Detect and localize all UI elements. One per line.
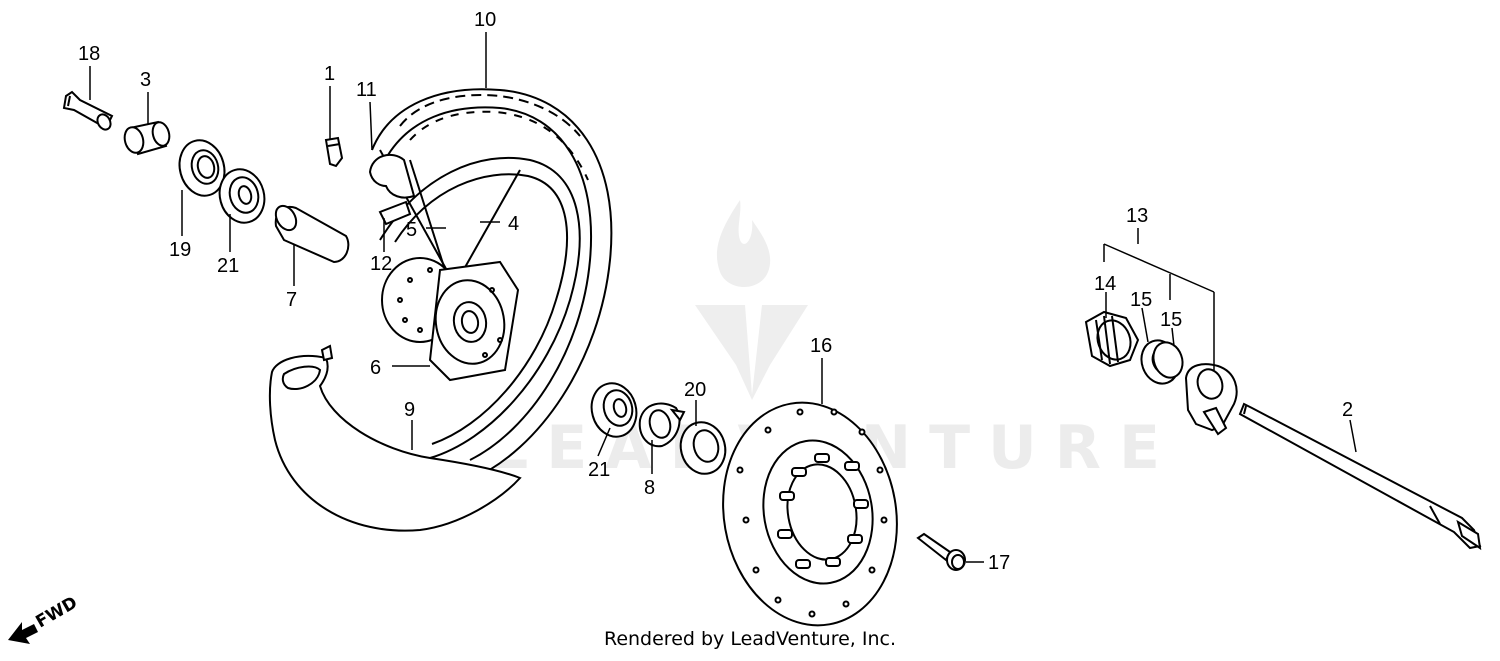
callout-21: 21 [588, 459, 610, 481]
callout-11: 11 [356, 79, 377, 101]
dust-seal-part [679, 421, 727, 475]
axle-bolt-part [62, 90, 114, 131]
forward-arrow-icon [8, 622, 38, 644]
collar-part [123, 120, 171, 156]
brake-disc-part [722, 401, 898, 627]
callout-9: 9 [404, 399, 415, 421]
callout-8: 8 [644, 477, 655, 499]
callout-6: 6 [370, 357, 381, 379]
group-bracket [1103, 228, 1215, 370]
callout-21: 21 [217, 255, 239, 277]
callout-17: 17 [988, 552, 1010, 574]
inner-tube-part [268, 344, 522, 532]
callout-4: 4 [508, 213, 519, 235]
disc-bolt-part [916, 532, 966, 571]
callout-15: 15 [1160, 309, 1182, 331]
callout-2: 2 [1342, 399, 1353, 421]
callout-1: 1 [324, 63, 335, 85]
bearing-part [218, 168, 266, 224]
callout-10: 10 [474, 9, 496, 31]
callout-19: 19 [169, 239, 191, 261]
retainer-part [638, 402, 686, 448]
callout-20: 20 [684, 379, 706, 401]
callout-14: 14 [1094, 273, 1116, 295]
callout-18: 18 [78, 43, 100, 65]
callout-5: 5 [406, 219, 417, 241]
bearing-part [590, 382, 638, 438]
callout-13: 13 [1126, 205, 1148, 227]
callout-16: 16 [810, 335, 832, 357]
callout-7: 7 [286, 289, 297, 311]
spacer-part [274, 204, 350, 264]
bearing-part [178, 139, 226, 197]
callout-labels: 18 3 19 21 7 1 11 10 12 5 4 6 9 21 8 20 … [78, 9, 1353, 574]
leader-lines [89, 32, 1357, 563]
callout-15: 15 [1130, 289, 1152, 311]
valve-cap-part [324, 136, 344, 168]
tube-fragment-part [368, 153, 416, 226]
callout-3: 3 [140, 69, 151, 91]
wheel-assembly [359, 88, 613, 488]
render-credit: Rendered by LeadVenture, Inc. [603, 628, 897, 650]
fwd-label: FWD [33, 593, 82, 633]
gearbox-assembly [1084, 310, 1482, 551]
callout-12: 12 [370, 253, 392, 275]
